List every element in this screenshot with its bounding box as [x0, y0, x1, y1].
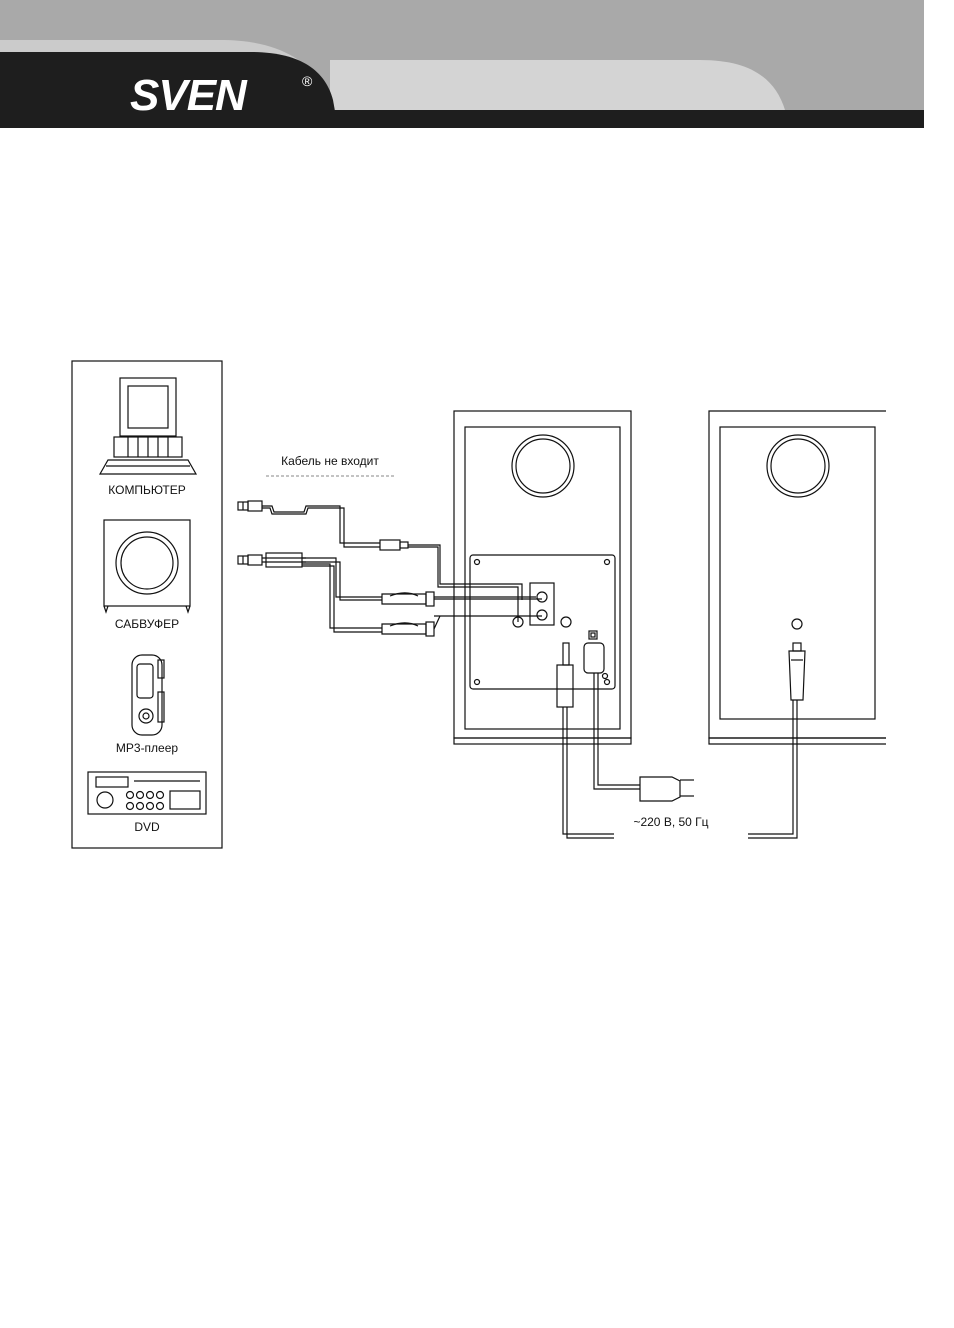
source-devices-panel: [72, 361, 222, 848]
power-cord: [594, 673, 694, 801]
jack-plug-bottom: [238, 553, 382, 632]
device-label-computer: КОМПЬЮТЕР: [108, 483, 185, 497]
device-label-mp3: MP3-плеер: [116, 741, 179, 755]
device-label-subwoofer: САБВУФЕР: [115, 617, 179, 631]
power-label: ~220 В, 50 Гц: [633, 815, 708, 829]
registered-mark: ®: [302, 73, 313, 89]
dvd-player-icon: [88, 772, 206, 814]
mp3-player-icon: [132, 655, 164, 735]
connection-diagram: КОМПЬЮТЕР САБВУФЕР MP3-плеер DVD Кабель …: [0, 340, 954, 870]
speaker-cable: [557, 643, 797, 838]
device-label-dvd: DVD: [134, 820, 160, 834]
cable-note: Кабель не входит: [281, 454, 379, 468]
subwoofer-icon: [104, 520, 190, 612]
header-bottom-strip: [330, 110, 924, 128]
computer-icon: [100, 378, 196, 474]
passive-speaker: [709, 411, 886, 744]
active-speaker: [454, 411, 631, 744]
brand-logo: SVEN: [130, 71, 248, 120]
header-band: SVEN ®: [0, 0, 954, 140]
